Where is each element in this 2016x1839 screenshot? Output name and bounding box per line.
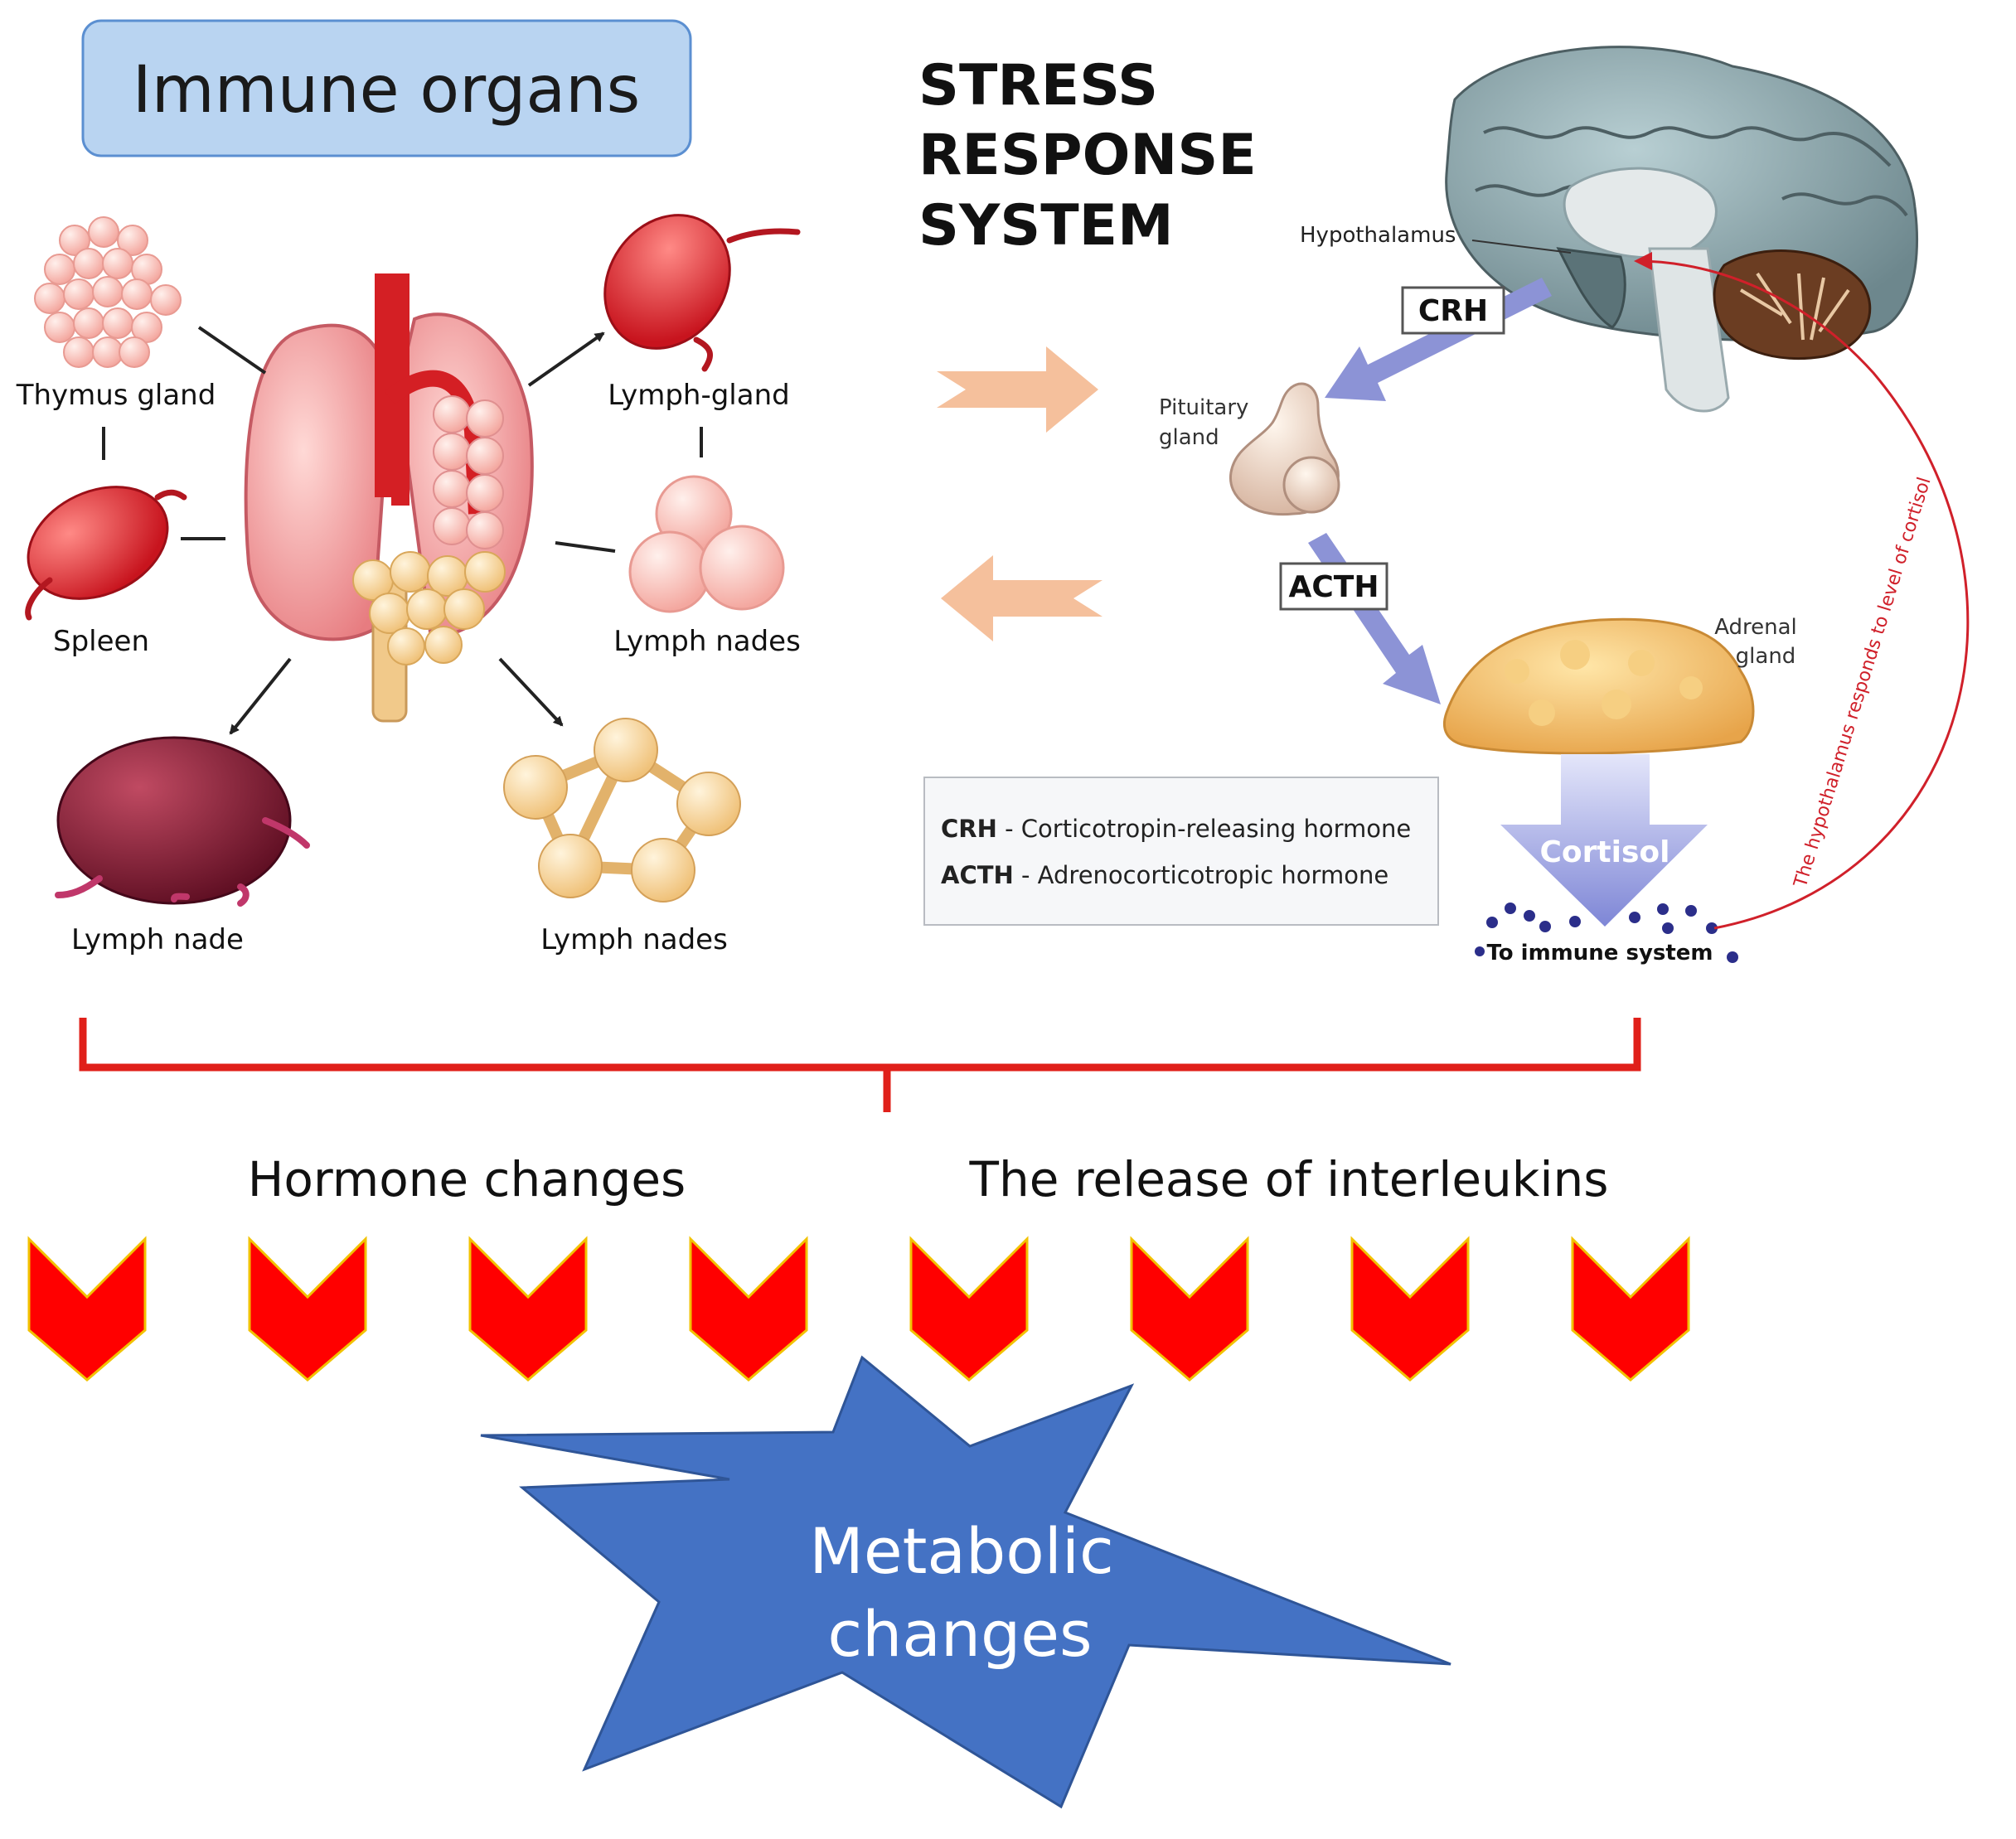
- metabolic-starburst: [480, 1355, 1451, 1809]
- stress-title-line-2: RESPONSE: [918, 123, 1257, 188]
- stress-title-line-3: SYSTEM: [918, 193, 1174, 259]
- metabolic-label-line-2: changes: [827, 1597, 1092, 1671]
- legend-acth-text: - Adrenocorticotropic hormone: [1014, 861, 1388, 889]
- red-bracket: [79, 1018, 1641, 1112]
- lymph-node-dark-illustration: [55, 736, 310, 907]
- organ-label-lymph-nodes-bottom: Lymph nades: [540, 923, 728, 956]
- down-chevron-arrow: [27, 1236, 147, 1382]
- immune-organs-header-box: [81, 19, 692, 157]
- organ-label-spleen: Spleen: [53, 625, 149, 658]
- to-immune-system-label: To immune system: [1486, 941, 1713, 965]
- arrow-stress-to-immune: [941, 555, 1102, 641]
- down-chevron-arrow: [689, 1236, 808, 1382]
- pituitary-gland-illustration: [1228, 382, 1340, 516]
- down-chevron-arrow: [1571, 1236, 1690, 1382]
- chevron-row: [27, 1236, 1690, 1382]
- effect-hormone-changes: Hormone changes: [248, 1151, 686, 1207]
- lymph-nodes-beads-illustration: [503, 718, 741, 903]
- adrenal-gland-illustration: [1442, 617, 1755, 755]
- down-chevron-arrow: [1130, 1236, 1249, 1382]
- immune-organs-header: Immune organs: [133, 53, 640, 128]
- pituitary-label-line-1: Pituitary: [1159, 395, 1248, 420]
- lymph-nodes-cluster-illustration: [628, 475, 785, 613]
- lymph-gland-illustration: [603, 214, 801, 372]
- legend-crh-text: - Corticotropin-releasing hormone: [997, 815, 1411, 843]
- immune-organs-panel: Immune organs: [16, 19, 801, 956]
- metabolic-label-line-1: Metabolic: [809, 1514, 1113, 1588]
- legend-crh-abbr: CRH: [941, 815, 997, 843]
- effect-release-interleukins: The release of interleukins: [969, 1151, 1609, 1207]
- connector-thymus-organ: [197, 326, 267, 375]
- connector-organ-lymph-nodes: [555, 541, 616, 553]
- stress-title-line-1: STRESS: [918, 53, 1158, 119]
- arrow-organ-to-lymph-node: [229, 657, 292, 735]
- legend-box: [923, 777, 1439, 926]
- acth-box: [1279, 562, 1388, 611]
- central-organ-illustration: [244, 273, 534, 723]
- arrow-acth: [1308, 533, 1441, 704]
- adrenal-label-line-1: Adrenal: [1714, 615, 1797, 640]
- hypothalamus-label: Hypothalamus: [1300, 223, 1456, 248]
- organ-label-thymus: Thymus gland: [16, 379, 216, 412]
- arrow-immune-to-stress: [937, 346, 1098, 433]
- organ-label-lymph-node-left: Lymph nade: [71, 923, 244, 956]
- down-chevron-arrow: [909, 1236, 1029, 1382]
- brain-illustration: [1445, 46, 1918, 413]
- down-chevron-arrow: [248, 1236, 367, 1382]
- adrenal-label-line-2: gland: [1736, 644, 1796, 669]
- cortisol-label: Cortisol: [1540, 835, 1670, 869]
- legend-row-acth: ACTH - Adrenocorticotropic hormone: [941, 861, 1388, 889]
- spleen-illustration: [25, 486, 187, 621]
- crh-box: [1401, 286, 1505, 335]
- stress-response-panel: STRESS RESPONSE SYSTEM Hypothalamus CRH …: [918, 46, 1970, 965]
- organ-label-lymph-nodes-right: Lymph nades: [613, 625, 801, 658]
- arrow-organ-to-lymph-gland: [527, 332, 605, 387]
- arrow-cortisol: [1500, 754, 1708, 927]
- pituitary-label-line-2: gland: [1159, 425, 1219, 450]
- down-chevron-arrow: [468, 1236, 588, 1382]
- crh-box-label: CRH: [1418, 294, 1488, 328]
- feedback-arc: [1634, 252, 1970, 930]
- legend-acth-abbr: ACTH: [941, 861, 1014, 889]
- arrow-organ-to-lymph-nodes-bottom: [498, 657, 564, 727]
- thymus-gland-illustration: [34, 216, 182, 368]
- acth-box-label: ACTH: [1289, 570, 1379, 604]
- down-chevron-arrow: [1350, 1236, 1470, 1382]
- feedback-label: The hypothalamus responds to level of co…: [1791, 475, 1936, 891]
- cortisol-dots: [1475, 903, 1738, 963]
- legend-row-crh: CRH - Corticotropin-releasing hormone: [941, 815, 1411, 843]
- organ-label-lymph-gland: Lymph-gland: [608, 379, 789, 412]
- hypothalamus-pointer: [1471, 240, 1572, 254]
